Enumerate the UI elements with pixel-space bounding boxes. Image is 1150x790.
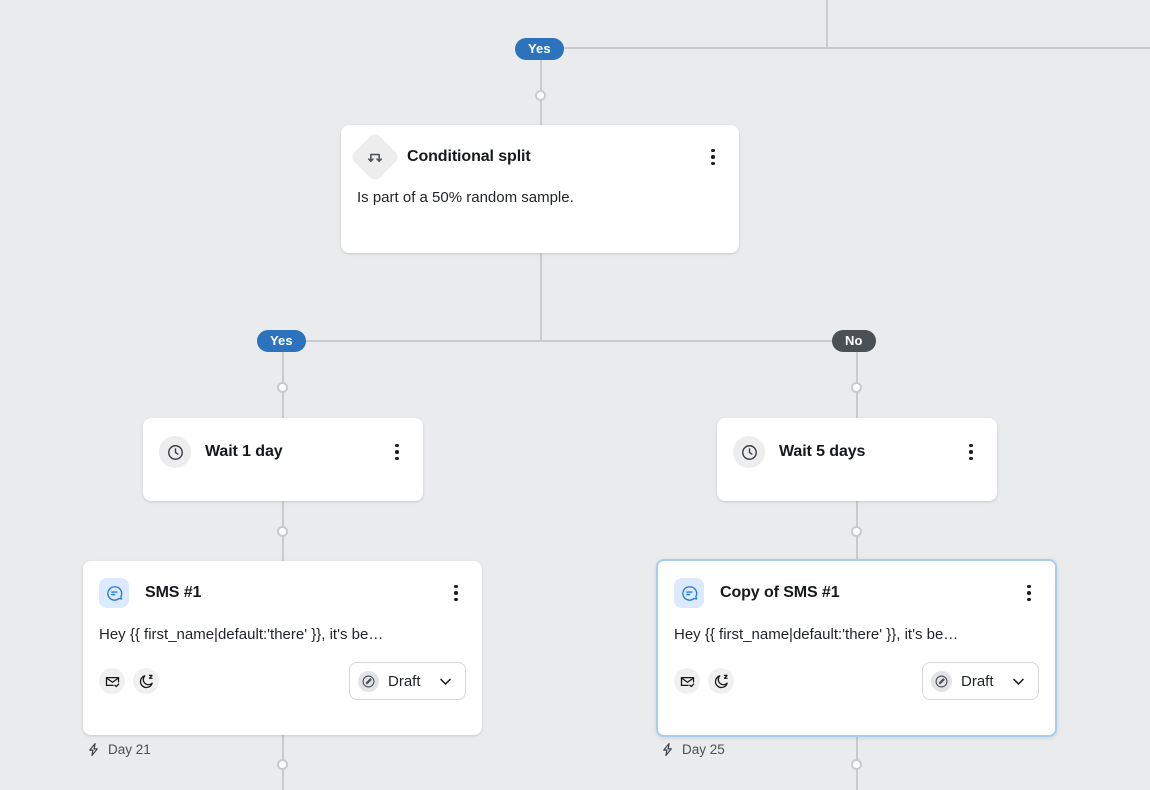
sms-right-header: Copy of SMS #1 (658, 561, 1055, 608)
connector-no-to-wait-right (856, 340, 858, 418)
sms-left-status-label: Draft (388, 672, 421, 690)
sms-left-header: SMS #1 (83, 561, 482, 608)
wait-right-header: Wait 5 days (717, 418, 997, 468)
node-card-wait-left[interactable]: Wait 1 day (143, 418, 423, 501)
sms-right-message-preview: Hey {{ first_name|default:'there' }}, it… (674, 626, 959, 643)
conditional-split-header: Conditional split (341, 125, 739, 183)
wait-left-kebab-menu-icon[interactable] (387, 441, 407, 463)
sms-left-footer-icons (99, 668, 349, 694)
lightning-bolt-icon (86, 742, 101, 757)
conditional-split-title: Conditional split (407, 148, 531, 165)
branch-badge-split-yes[interactable]: Yes (257, 330, 306, 352)
chevron-down-icon[interactable] (437, 673, 454, 690)
sms-message-icon (99, 578, 129, 608)
connector-branch-rail (283, 340, 858, 342)
pencil-icon (931, 670, 952, 692)
wait-left-title: Wait 1 day (205, 443, 283, 460)
moon-quiet-hours-icon (133, 668, 159, 694)
node-card-wait-right[interactable]: Wait 5 days (717, 418, 997, 501)
sms-right-day-label: Day 25 (660, 742, 725, 757)
connector-dot-sms-left-downstream (277, 759, 288, 770)
sms-message-icon (674, 578, 704, 608)
connector-dot-wait-left-to-sms-left (277, 526, 288, 537)
conditional-split-description: Is part of a 50% random sample. (357, 189, 574, 206)
node-card-sms-left[interactable]: SMS #1 Hey {{ first_name|default:'there'… (83, 561, 482, 735)
node-card-sms-right[interactable]: Copy of SMS #1 Hey {{ first_name|default… (656, 559, 1057, 737)
connector-dot-yes-to-wait-left (277, 382, 288, 393)
wait-right-kebab-menu-icon[interactable] (961, 441, 981, 463)
node-card-conditional-split[interactable]: Conditional split Is part of a 50% rando… (341, 125, 739, 253)
connector-dot-wait-right-to-sms-right (851, 526, 862, 537)
sms-left-day-text: Day 21 (108, 742, 151, 757)
conditional-split-kebab-menu-icon[interactable] (703, 146, 723, 168)
connector-dot-sms-right-downstream (851, 759, 862, 770)
sms-left-status-select[interactable]: Draft (349, 662, 466, 700)
sms-left-message-preview: Hey {{ first_name|default:'there' }}, it… (99, 626, 384, 643)
sms-left-footer: Draft (83, 643, 482, 714)
connector-top-horizontal-rail (540, 47, 1150, 49)
sms-right-status-label: Draft (961, 672, 994, 690)
envelope-check-icon (99, 668, 125, 694)
clock-icon (733, 436, 765, 468)
pencil-icon (358, 670, 379, 692)
connector-dot-top-to-split (535, 90, 546, 101)
sms-right-kebab-menu-icon[interactable] (1019, 582, 1039, 604)
moon-quiet-hours-icon (708, 668, 734, 694)
branch-badge-top-yes[interactable]: Yes (515, 38, 564, 60)
connector-top-right-vertical (826, 0, 828, 48)
sms-right-status-select[interactable]: Draft (922, 662, 1039, 700)
connector-top-to-split (540, 47, 542, 125)
sms-right-day-text: Day 25 (682, 742, 725, 757)
connector-yes-to-wait-left (282, 340, 284, 418)
sms-right-title: Copy of SMS #1 (720, 584, 840, 601)
wait-left-header: Wait 1 day (143, 418, 423, 468)
sms-right-footer-icons (674, 668, 922, 694)
envelope-check-icon (674, 668, 700, 694)
sms-left-day-label: Day 21 (86, 742, 151, 757)
connector-split-to-branch (540, 253, 542, 342)
connector-dot-no-to-wait-right (851, 382, 862, 393)
conditional-split-icon (349, 131, 401, 183)
clock-icon (159, 436, 191, 468)
sms-right-footer: Draft (658, 643, 1055, 714)
branch-badge-split-no[interactable]: No (832, 330, 876, 352)
lightning-bolt-icon (660, 742, 675, 757)
chevron-down-icon[interactable] (1010, 673, 1027, 690)
sms-left-kebab-menu-icon[interactable] (446, 582, 466, 604)
wait-right-title: Wait 5 days (779, 443, 866, 460)
sms-left-title: SMS #1 (145, 584, 202, 601)
